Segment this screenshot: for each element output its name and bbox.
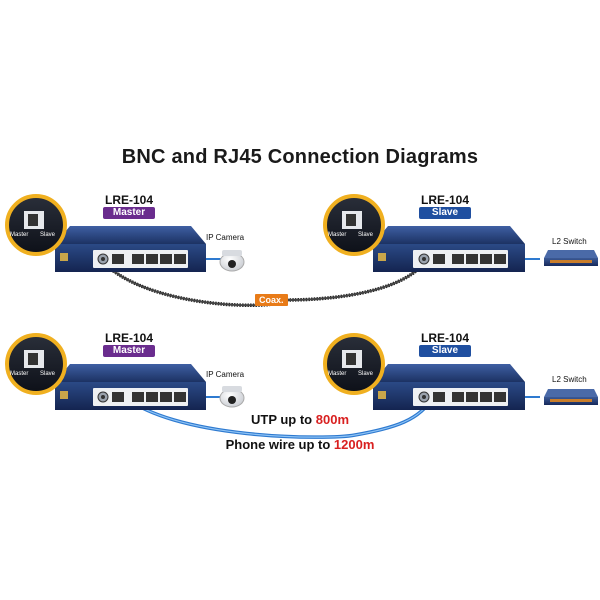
- ip-camera-icon: [219, 250, 245, 272]
- dip-master-label: Master: [328, 371, 347, 377]
- dip-switch-zoom-slave-top: [323, 194, 385, 256]
- model-label: LRE-104: [104, 193, 154, 207]
- camera-label: IP Camera: [206, 370, 245, 379]
- dip-master-label: Master: [328, 232, 347, 238]
- lre104-master-device-bottom: [55, 364, 206, 410]
- model-label: LRE-104: [420, 193, 470, 207]
- dip-slave-label: Slave: [358, 371, 374, 377]
- dip-master-label: Master: [10, 232, 29, 238]
- switch-label: L2 Switch: [552, 375, 587, 384]
- dip-switch-zoom-slave-bottom: [323, 333, 385, 395]
- role-badge-slave: Slave: [419, 207, 471, 219]
- dip-slave-label: Slave: [40, 371, 56, 377]
- lre104-slave-device-bottom: [373, 364, 525, 410]
- phone-prefix: Phone wire up to: [225, 437, 334, 452]
- ip-camera-icon: [219, 386, 245, 408]
- dip-slave-label: Slave: [358, 232, 374, 238]
- utp-distance: 800m: [315, 412, 349, 427]
- model-label: LRE-104: [420, 331, 470, 345]
- lre104-master-device-top: [55, 226, 206, 272]
- switch-label: L2 Switch: [552, 237, 587, 246]
- role-badge-slave: Slave: [419, 345, 471, 357]
- dip-slave-label: Slave: [40, 232, 56, 238]
- dip-master-label: Master: [10, 371, 29, 377]
- dip-switch-zoom-master-top: [5, 194, 67, 256]
- dip-switch-zoom-master-bottom: [5, 333, 67, 395]
- role-badge-master: Master: [103, 207, 155, 219]
- l2-switch-icon: [544, 389, 598, 405]
- utp-distance-caption: UTP up to 800m: [150, 412, 450, 427]
- camera-label: IP Camera: [206, 233, 245, 242]
- l2-switch-icon: [544, 250, 598, 266]
- role-badge-master: Master: [103, 345, 155, 357]
- model-label: LRE-104: [104, 331, 154, 345]
- lre104-slave-device-top: [373, 226, 525, 272]
- phone-distance-caption: Phone wire up to 1200m: [150, 437, 450, 452]
- utp-prefix: UTP up to: [250, 412, 316, 427]
- page-title: BNC and RJ45 Connection Diagrams: [121, 146, 479, 168]
- coax-cable-tag: Coax.: [255, 294, 288, 306]
- phone-distance: 1200m: [333, 437, 375, 452]
